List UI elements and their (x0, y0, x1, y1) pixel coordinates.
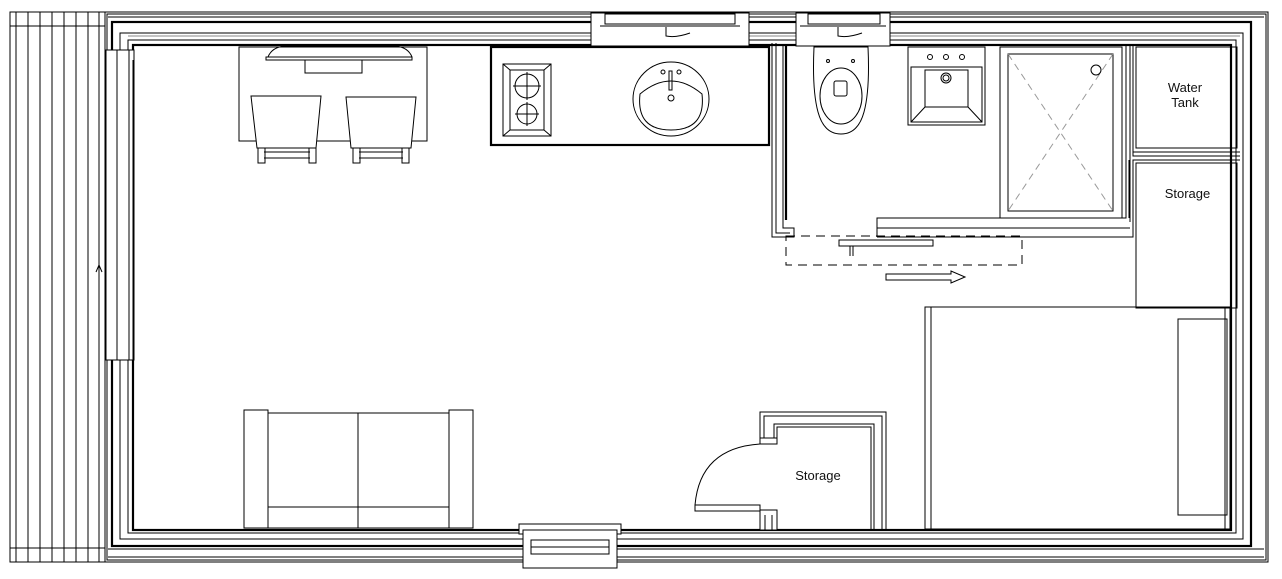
cooktop-two-burner[interactable] (502, 63, 552, 137)
storage-closet-door[interactable] (694, 443, 761, 512)
window-kitchen (590, 12, 750, 47)
exterior-walls (104, 11, 1269, 563)
shower[interactable] (999, 46, 1123, 219)
window-bathroom (795, 12, 891, 47)
deck (9, 11, 106, 563)
entry-step[interactable] (518, 523, 622, 569)
storage-right-enclosure (1135, 162, 1238, 309)
room-label-storage-right: Storage (1164, 186, 1211, 201)
dining-chair[interactable] (250, 95, 322, 164)
slide-direction-arrow-icon (885, 270, 967, 284)
kitchen-counter (489, 45, 771, 147)
room-label-water-tank: Water Tank (1167, 80, 1203, 110)
water-tank-enclosure (1135, 46, 1238, 149)
room-label-storage-closet: Storage (795, 468, 841, 483)
bed[interactable] (924, 306, 1231, 530)
bathroom-sliding-door[interactable] (785, 235, 1023, 266)
dining-table[interactable] (238, 45, 428, 142)
sofa[interactable] (243, 409, 474, 529)
kitchen-sink[interactable] (632, 61, 710, 137)
toilet[interactable] (813, 46, 869, 135)
storage-closet-walls (759, 411, 887, 531)
bathroom-walls (771, 43, 1240, 238)
bathroom-sink[interactable] (907, 46, 986, 126)
dining-chair[interactable] (345, 96, 417, 164)
